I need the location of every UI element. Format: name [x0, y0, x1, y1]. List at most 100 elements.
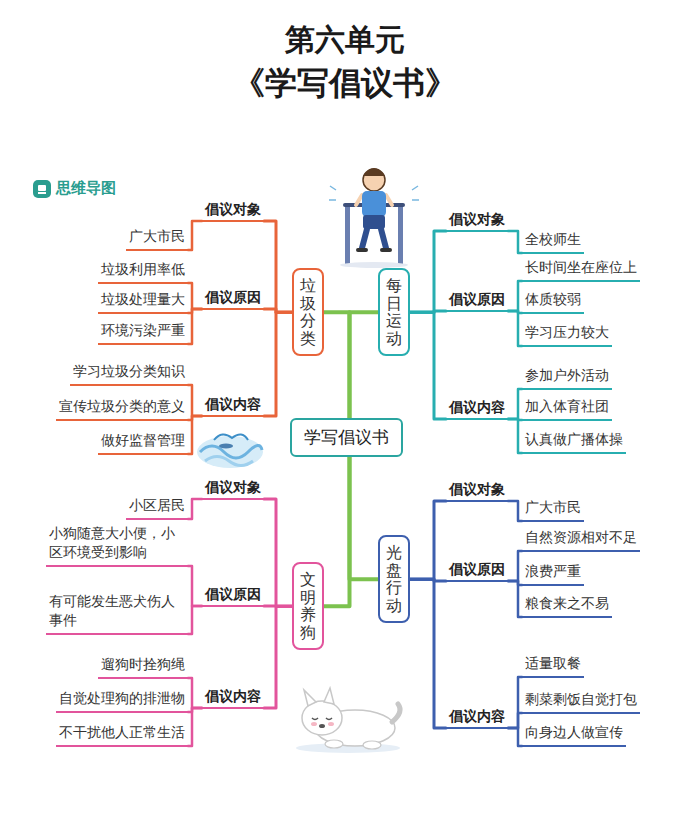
- node-text: 适量取餐: [525, 655, 581, 671]
- connector: [410, 312, 446, 419]
- node-text: 浪费严重: [525, 563, 581, 579]
- connector: [508, 677, 522, 728]
- category-label: 倡议对象: [446, 210, 508, 232]
- node-text: 倡议原因: [205, 586, 261, 602]
- connector: [350, 457, 379, 579]
- leaf-item: 有可能发生恶犬伤人事件: [46, 592, 188, 635]
- branch-box: 文明养狗: [292, 562, 324, 650]
- node-text: 广大市民: [129, 228, 185, 244]
- node-text: 做好监督管理: [101, 432, 185, 448]
- category-label: 倡议对象: [446, 480, 508, 502]
- connector: [508, 728, 522, 746]
- category-label: 倡议内容: [446, 707, 508, 729]
- center-box: 学写倡议书: [290, 418, 403, 457]
- leaf-item: 广大市民: [126, 227, 188, 251]
- node-text: 有可能发生恶犬伤人事件: [49, 593, 175, 628]
- node-text: 长时间坐在座位上: [525, 259, 637, 275]
- node-text: 倡议内容: [449, 708, 505, 724]
- category-label: 倡议原因: [202, 585, 264, 607]
- category-label: 倡议原因: [202, 288, 264, 310]
- category-label: 倡议对象: [202, 478, 264, 500]
- node-text: 倡议对象: [449, 211, 505, 227]
- leaf-item: 宣传垃圾分类的意义: [56, 397, 188, 421]
- branch-box: 垃圾分类: [292, 268, 324, 356]
- node-text: 认真做广播体操: [525, 431, 623, 447]
- connector: [508, 419, 522, 453]
- node-text: 向身边人做宣传: [525, 724, 623, 740]
- node-text: 倡议内容: [205, 688, 261, 704]
- category-label: 倡议内容: [202, 395, 264, 417]
- connector: [508, 281, 522, 311]
- category-label: 倡议内容: [446, 398, 508, 420]
- leaf-item: 全校师生: [522, 230, 584, 254]
- category-label: 倡议原因: [446, 290, 508, 312]
- connector: [350, 312, 379, 418]
- leaf-item: 广大市民: [522, 498, 584, 522]
- connector: [508, 501, 522, 521]
- node-text: 倡议内容: [205, 396, 261, 412]
- dog-illustration: [296, 688, 400, 753]
- leaf-item: 学习垃圾分类知识: [70, 362, 188, 386]
- connector: [188, 678, 202, 708]
- connector: [264, 221, 292, 312]
- node-text: 全校师生: [525, 231, 581, 247]
- connector: [410, 501, 446, 579]
- connector: [324, 312, 350, 418]
- leaf-item: 学习压力较大: [522, 323, 612, 347]
- node-text: 光盘行动: [386, 544, 402, 614]
- connector: [508, 231, 522, 253]
- node-text: 小狗随意大小便，小区环境受到影响: [49, 525, 175, 560]
- leaf-item: 粮食来之不易: [522, 594, 612, 618]
- page-subtitle: 《学写倡议书》: [0, 62, 690, 106]
- connector: [508, 551, 522, 581]
- connector: [508, 311, 522, 346]
- node-text: 粮食来之不易: [525, 595, 609, 611]
- category-label: 倡议对象: [202, 200, 264, 222]
- node-text: 学写倡议书: [304, 427, 389, 447]
- node-text: 学习压力较大: [525, 324, 609, 340]
- node-text: 宣传垃圾分类的意义: [59, 398, 185, 414]
- connector: [188, 385, 202, 416]
- connector: [410, 579, 446, 728]
- node-text: 剩菜剩饭自觉打包: [525, 691, 637, 707]
- node-text: 广大市民: [525, 499, 581, 515]
- node-text: 遛狗时拴狗绳: [101, 656, 185, 672]
- leaf-item: 参加户外活动: [522, 366, 612, 390]
- connector: [264, 499, 292, 606]
- leaf-item: 体质较弱: [522, 290, 584, 314]
- node-text: 倡议原因: [205, 289, 261, 305]
- node-text: 垃圾处理量大: [101, 291, 185, 307]
- node-text: 体质较弱: [525, 291, 581, 307]
- connector: [188, 606, 202, 634]
- leaf-item: 剩菜剩饭自觉打包: [522, 690, 640, 714]
- node-text: 倡议原因: [449, 561, 505, 577]
- leaf-item: 垃圾处理量大: [98, 290, 188, 314]
- leaf-item: 遛狗时拴狗绳: [98, 655, 188, 679]
- leaf-item: 做好监督管理: [98, 431, 188, 455]
- connector: [188, 416, 202, 454]
- node-text: 小区居民: [129, 497, 185, 513]
- category-label: 倡议内容: [202, 687, 264, 709]
- leaf-item: 向身边人做宣传: [522, 723, 626, 747]
- leaf-item: 认真做广播体操: [522, 430, 626, 454]
- section-label: 思维导图: [56, 179, 116, 198]
- leaf-item: 适量取餐: [522, 654, 584, 678]
- leaf-item: 加入体育社团: [522, 397, 612, 421]
- category-label: 倡议原因: [446, 560, 508, 582]
- leaf-item: 小狗随意大小便，小区环境受到影响: [46, 524, 188, 567]
- node-text: 倡议对象: [205, 479, 261, 495]
- connector: [188, 708, 202, 746]
- connector: [508, 389, 522, 419]
- branch-box: 每日运动: [378, 268, 410, 356]
- node-text: 参加户外活动: [525, 367, 609, 383]
- leaf-item: 自然资源相对不足: [522, 528, 640, 552]
- connector: [264, 312, 292, 416]
- node-text: 不干扰他人正常生活: [59, 724, 185, 740]
- node-text: 学习垃圾分类知识: [73, 363, 185, 379]
- connector: [188, 566, 202, 606]
- connector: [188, 309, 202, 344]
- node-text: 垃圾利用率低: [101, 261, 185, 277]
- connector: [188, 283, 202, 309]
- connector: [324, 457, 350, 606]
